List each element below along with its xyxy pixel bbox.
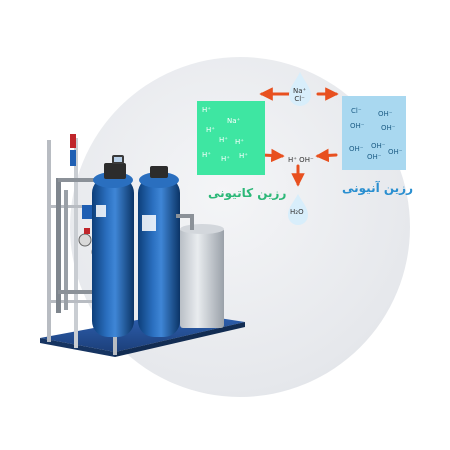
water-drop-icon (289, 72, 311, 106)
ion-label: OH⁻ (350, 122, 365, 130)
ion-label: H⁺ (235, 138, 244, 146)
arrow-from-cation (260, 148, 285, 163)
ion-label: Cl⁻ (351, 107, 362, 115)
frame-post (74, 138, 78, 348)
water-label: H₂O (290, 208, 304, 216)
anion-resin-panel: Cl⁻ OH⁻ OH⁻ OH⁻ OH⁻ OH⁻ OH⁻ OH⁻ (342, 96, 406, 170)
ion-label: OH⁻ (388, 148, 403, 156)
ion-label: Na⁺ (227, 117, 241, 125)
frame-post (47, 140, 51, 342)
ion-label: H⁺ (202, 151, 211, 159)
center-ions-label: H⁺ OH⁻ (288, 156, 314, 164)
top-drop-label: Na⁺ Cl⁻ (293, 87, 307, 103)
cation-resin-panel: H⁺ Na⁺ H⁺ H⁺ H⁺ H⁺ H⁺ H⁺ (197, 101, 265, 175)
ion-label: H⁺ (239, 152, 248, 160)
ion-label: OH⁻ (367, 153, 382, 161)
ion-label: H⁺ (221, 155, 230, 163)
ion-label: OH⁻ (349, 145, 364, 153)
cation-resin-caption: رزین کاتیونی (208, 186, 287, 200)
anion-resin-caption: رزین آنیونی (342, 181, 413, 195)
ion-label: OH⁻ (381, 124, 396, 132)
water-drop-icon (288, 194, 308, 225)
ion-label: H⁺ (202, 106, 211, 114)
ion-label: OH⁻ (378, 110, 393, 118)
ion-label: OH⁻ (371, 142, 386, 150)
control-valve (104, 163, 126, 179)
arrow-from-anion (315, 148, 338, 163)
brine-tank (180, 228, 224, 328)
ion-label: H⁺ (206, 126, 215, 134)
ion-label: H⁺ (219, 136, 228, 144)
